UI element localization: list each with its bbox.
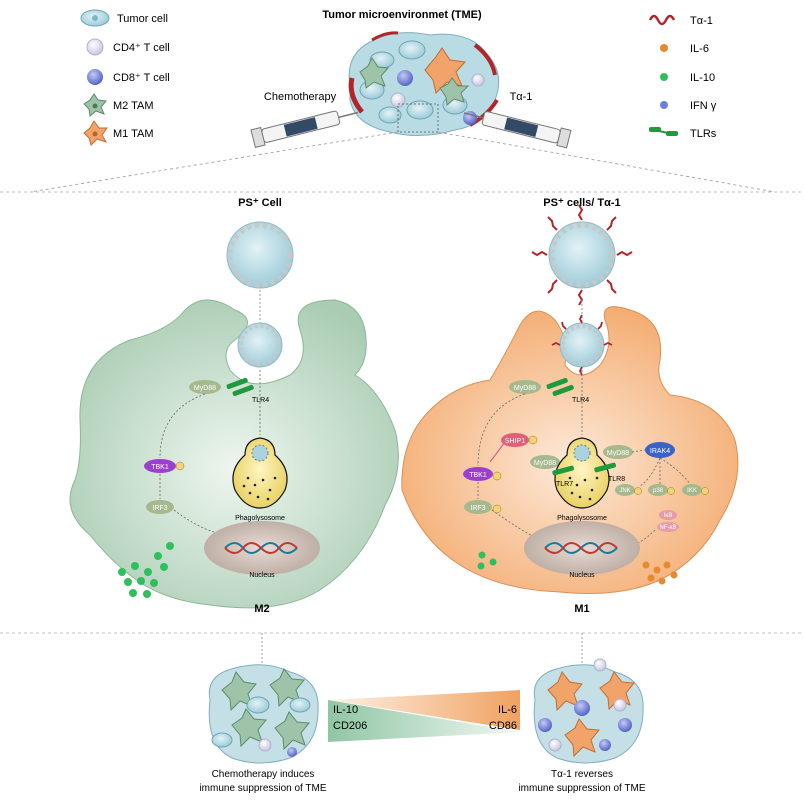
m1-label: M1: [574, 603, 589, 615]
page-title: Tumor microenvironmet (TME): [322, 9, 482, 21]
legend-label-t-alpha-1: Tα-1: [690, 15, 713, 27]
il10-secretion-right: [477, 551, 497, 570]
tlr4-right-label: TLR4: [572, 397, 589, 404]
cd86-marker-label: CD86: [489, 720, 517, 732]
tme-activated-cluster: [533, 658, 644, 764]
ship1-label: SHIP1: [505, 438, 525, 445]
tlr7-label: TLR7: [556, 481, 573, 488]
legend-left: Tumor cell CD4⁺ T cell CD8⁺ T cell M2 TA…: [80, 9, 170, 146]
tlr7-tlr8-receptors: [552, 462, 616, 476]
myd88-right-top-label: MyD88: [514, 385, 536, 392]
legend-label-cd8-t-cell: CD8⁺ T cell: [113, 72, 170, 84]
legend-label-il6: IL-6: [690, 43, 709, 55]
tbk1-left-label: TBK1: [151, 464, 169, 471]
nucleus-left-label: Nucleus: [249, 572, 275, 579]
jnk: [615, 484, 635, 496]
il10-secretion-left: [118, 542, 174, 598]
tumor-cell-icon: [80, 9, 110, 27]
tme-cluster: [348, 31, 500, 137]
tlr-receptor-icon: [649, 127, 678, 136]
tbk1-left: [144, 459, 176, 473]
legend-label-tlrs: TLRs: [690, 128, 717, 140]
cd206-marker-label: CD206: [333, 720, 367, 732]
left-panel-header: PS⁺ Cell: [238, 197, 282, 209]
ps-cell-left: [226, 221, 294, 289]
cd4-t-cell-icon: [86, 38, 104, 56]
m2-macrophage-cell: [69, 299, 399, 609]
irf3-right-label: IRF3: [470, 505, 485, 512]
legend-right: Tα-1 IL-6 IL-10 IFN γ TLRs: [648, 14, 717, 140]
phagolysosome-right: [554, 437, 610, 509]
phagolysosome-left: [232, 437, 288, 509]
t-alpha-1-icon: [648, 14, 676, 26]
ikk: [682, 484, 702, 496]
marker-wedges: [328, 690, 520, 742]
tme-suppressed-cluster: [208, 664, 319, 764]
tlr8-label: TLR8: [608, 476, 625, 483]
nfkb: [657, 522, 679, 532]
il10-dot-icon: [660, 73, 668, 81]
m1-tam-icon: [83, 120, 108, 146]
irak4-label: IRAK4: [650, 448, 670, 455]
tlr4-left-label: TLR4: [252, 397, 269, 404]
right-panel-header: PS⁺ cells/ Tα-1: [543, 197, 620, 209]
ps-cell-engulfed-right: [559, 322, 605, 368]
myd88-right-left: [530, 455, 560, 469]
ikb: [659, 510, 677, 520]
tbk1-right-label: TBK1: [469, 472, 487, 479]
ikb-label: IκB: [664, 513, 673, 519]
t-alpha-syringe-label: Tα-1: [510, 91, 533, 103]
m2-label: M2: [254, 603, 269, 615]
nucleus-left: [204, 521, 320, 575]
il6-marker-label: IL-6: [498, 704, 517, 716]
right-caption-line2: immune suppression of TME: [518, 783, 645, 794]
ps-cell-engulfed-left: [237, 322, 283, 368]
nucleus-right-label: Nucleus: [569, 572, 595, 579]
myd88-right-left-label: MyD88: [534, 460, 556, 467]
p38-label: p38: [653, 488, 664, 494]
m2-tam-icon: [83, 93, 107, 117]
chemotherapy-label: Chemotherapy: [264, 91, 337, 103]
myd88-right-right: [603, 445, 633, 459]
phagolysosome-right-label: Phagolysosome: [557, 515, 607, 522]
p38: [648, 484, 668, 496]
cd8-t-cell-icon: [87, 69, 103, 85]
nucleus-right: [524, 521, 640, 575]
legend-label-il10: IL-10: [690, 72, 715, 84]
myd88-left: [189, 380, 221, 394]
jnk-label: JNK: [619, 488, 630, 494]
tlr4-receptor-right: [546, 377, 574, 397]
t-alpha-syringe-icon: [463, 111, 572, 149]
ps-cell-right: [531, 204, 633, 306]
zoom-lines: [29, 131, 776, 193]
il6-secretion-right: [642, 561, 678, 585]
phagolysosome-left-label: Phagolysosome: [235, 515, 285, 522]
right-caption-line1: Tα-1 reverses: [551, 769, 613, 780]
legend-label-cd4-t-cell: CD4⁺ T cell: [113, 42, 170, 54]
myd88-right-right-label: MyD88: [607, 450, 629, 457]
left-caption-line2: immune suppression of TME: [199, 783, 326, 794]
myd88-right-top: [509, 380, 541, 394]
il6-dot-icon: [660, 44, 668, 52]
left-caption-line1: Chemotherapy induces: [212, 769, 315, 780]
irak4: [645, 442, 675, 458]
chemotherapy-syringe-icon: [250, 110, 359, 148]
myd88-left-label: MyD88: [194, 385, 216, 392]
ship1: [501, 433, 529, 447]
il10-marker-label: IL-10: [333, 704, 358, 716]
legend-label-tumor-cell: Tumor cell: [117, 13, 168, 25]
irf3-left: [146, 500, 174, 514]
nfkb-label: NF-κB: [660, 525, 677, 531]
legend-label-m2-tam: M2 TAM: [113, 100, 154, 112]
irf3-left-label: IRF3: [152, 505, 167, 512]
legend-label-ifn-gamma: IFN γ: [690, 100, 717, 112]
tlr4-receptor-left: [226, 377, 254, 397]
ikk-label: IKK: [687, 488, 697, 494]
tbk1-right: [463, 467, 493, 481]
legend-label-m1-tam: M1 TAM: [113, 128, 154, 140]
irf3-right: [464, 500, 492, 514]
ifn-gamma-dot-icon: [660, 101, 668, 109]
